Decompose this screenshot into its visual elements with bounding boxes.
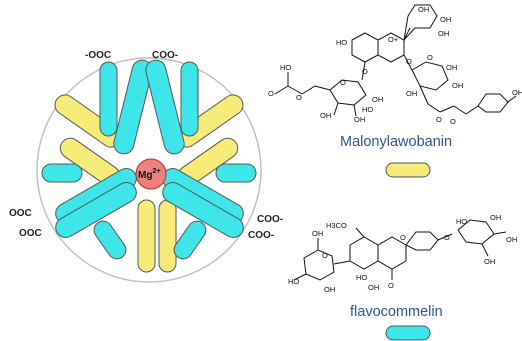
carboxylate-label: OOC [19,228,42,239]
atom-label: O [296,93,302,102]
flavone-legend-pill [385,325,431,341]
atom-label: O [427,53,433,62]
flavone-pill [41,163,83,183]
atom-label: OH [490,213,501,222]
flavocommelin-label: flavocommelin [350,304,443,320]
flavone-pill [55,182,137,238]
flavone-pill [93,220,127,260]
metalloanthocyanin-complex: Mg2+ -OOC COO- OOC OOC COO- COO- [9,50,283,283]
atom-label: OH [324,285,335,294]
flavone-pill [145,59,185,155]
atom-label: OH [446,63,457,72]
anthocyanin-pill [137,199,156,273]
carboxylate-label: COO- [257,214,283,225]
atom-label: HO [288,277,299,286]
atom-label: OH [438,29,449,38]
malonylawobanin-label: Malonylawobanin [340,134,452,150]
atom-label: O [400,233,406,242]
atom-label: O [340,78,346,87]
anthocyanin-pill [158,199,177,273]
atom-label: O [406,57,412,66]
magnesium-ion: Mg2+ [135,158,167,190]
atom-label: O [362,67,368,76]
atom-label: OH [320,111,331,120]
atom-label: OH [312,229,323,238]
atom-label: O [322,251,328,260]
atom-label: HO [280,63,291,72]
atom-label: OH [512,88,522,97]
atom-label: OH [406,89,417,98]
atom-label: OH [506,235,517,244]
atom-label: OH [440,15,451,24]
atom-label: O+ [388,35,399,44]
malonylawobanin-structure: OH OH HO O+ OH HO O O O OH O O OH OH OH … [268,4,522,178]
flavocommelin-structure: HO O OH OH H3CO O HO OH HO O OH O OH OH … [288,213,517,341]
atom-label: HO [356,273,367,282]
flavone-pill [180,61,199,137]
flavone-pill [215,163,257,183]
carboxylate-label: COO- [248,230,274,241]
flavone-pills [41,59,257,260]
anthocyanin-legend-pill [385,162,431,178]
atom-label: HO [362,105,373,114]
atom-label: OH [418,5,429,14]
flavone-pill [173,220,207,260]
atom-label: O [450,117,456,126]
carboxylate-label: -OOC [85,50,111,61]
flavone-pill [113,59,153,155]
flavone-pill [99,61,118,137]
flavone-pill [162,182,244,238]
atom-label: OH [372,95,383,104]
atom-label: HO [456,217,467,226]
atom-label: OH [368,283,379,292]
outer-ring [36,57,262,283]
atom-label: OH [484,257,495,266]
atom-label: O [388,281,394,290]
atom-label: OH [452,81,463,90]
atom-label: OH [354,115,365,124]
atom-label: O [268,89,274,98]
carboxylate-label: COO- [152,50,178,61]
atom-label: O [444,233,450,242]
atom-label: O [436,115,442,124]
carboxylate-labels: -OOC COO- OOC OOC COO- COO- [9,50,283,241]
atom-label: H3CO [326,221,347,230]
atom-label: HO [336,38,347,47]
ion-circle [135,158,167,190]
carboxylate-label: OOC [9,208,32,219]
ion-label: Mg2+ [138,168,160,181]
